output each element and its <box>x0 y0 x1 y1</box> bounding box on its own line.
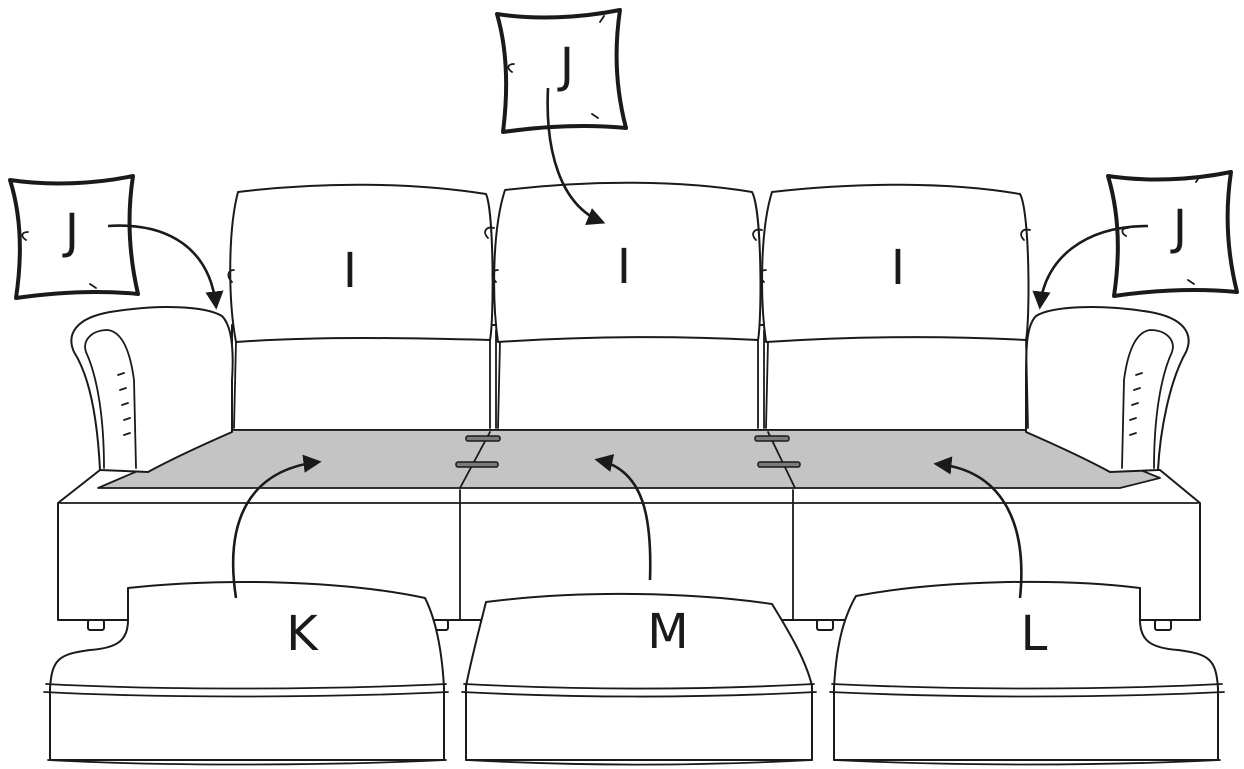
arrow-k-to-deck <box>231 454 322 599</box>
back-cushion-label: I <box>891 240 905 296</box>
sofa-back-frame <box>231 324 1028 431</box>
seat-cushion-left: K <box>43 581 449 766</box>
arrow-m-to-deck <box>594 454 652 581</box>
deck-strap <box>757 461 801 468</box>
seat-cushion-right: L <box>829 580 1225 766</box>
scatter-cushion-left: J <box>8 174 140 300</box>
scatter-cushion-label: J <box>62 204 79 260</box>
arrow-j-left-to-arm <box>107 224 224 310</box>
right-arm <box>1025 306 1190 473</box>
deck-strap <box>465 435 501 442</box>
deck-strap <box>455 461 499 468</box>
scatter-cushion-label: J <box>1170 200 1187 256</box>
left-arm <box>70 306 234 473</box>
scatter-cushion-top: J <box>495 8 628 134</box>
deck-strap <box>754 435 790 442</box>
arrow-l-to-deck <box>933 456 1023 599</box>
seat-cushion-label-l: L <box>1021 606 1048 662</box>
placement-arrows <box>107 87 1149 599</box>
back-cushion-middle: I <box>491 181 763 429</box>
arrow-j-right-to-arm <box>1032 224 1149 310</box>
back-cushion-left: I <box>227 183 495 429</box>
sofa-base <box>57 469 1201 631</box>
scatter-cushion-label: J <box>557 38 574 94</box>
back-cushion-label: I <box>343 243 357 299</box>
seat-cushion-label-k: K <box>286 606 319 662</box>
back-cushion-label: I <box>617 239 631 295</box>
arrow-j-top-to-back <box>546 87 606 225</box>
back-cushion-right: I <box>759 183 1031 429</box>
scatter-cushion-right: J <box>1106 170 1239 298</box>
seat-cushion-middle: M <box>461 592 817 766</box>
seat-cushion-label-m: M <box>647 604 688 660</box>
